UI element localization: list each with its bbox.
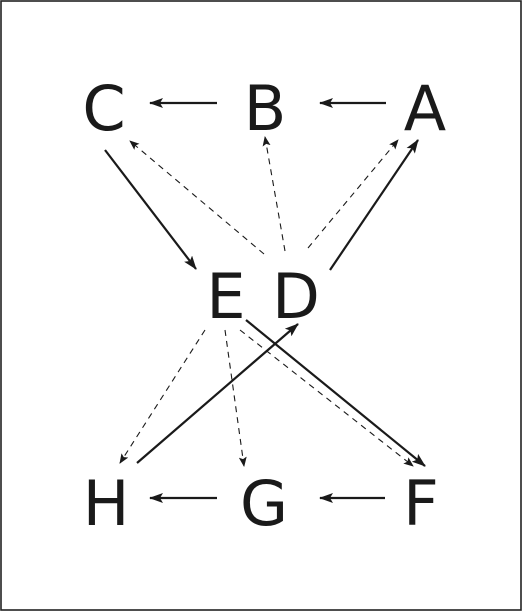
node-g-label: G [240,467,288,540]
node-h-label: H [83,467,130,540]
edge-d-to-b-dashed [262,136,286,252]
node-a-label: A [404,72,446,145]
edge-d-to-c-dashed [129,140,265,255]
node-c-label: C [82,72,125,145]
edge-e-to-h-dashed [119,329,206,464]
edge-e-to-f-dashed [239,329,414,467]
node-f-label: F [403,467,439,540]
edge-d-to-a-solid [329,139,419,271]
edge-c-to-e-solid [104,149,197,270]
node-e-label: E [206,260,245,333]
edges-layer [104,98,426,503]
edge-d-to-a-dashed [307,139,399,249]
edge-e-to-g-dashed [224,329,247,467]
nodes-layer: A B C D E F G H [82,72,446,540]
node-d-label: D [272,260,320,333]
edge-h-to-d-solid [136,323,299,464]
node-b-label: B [244,72,287,145]
